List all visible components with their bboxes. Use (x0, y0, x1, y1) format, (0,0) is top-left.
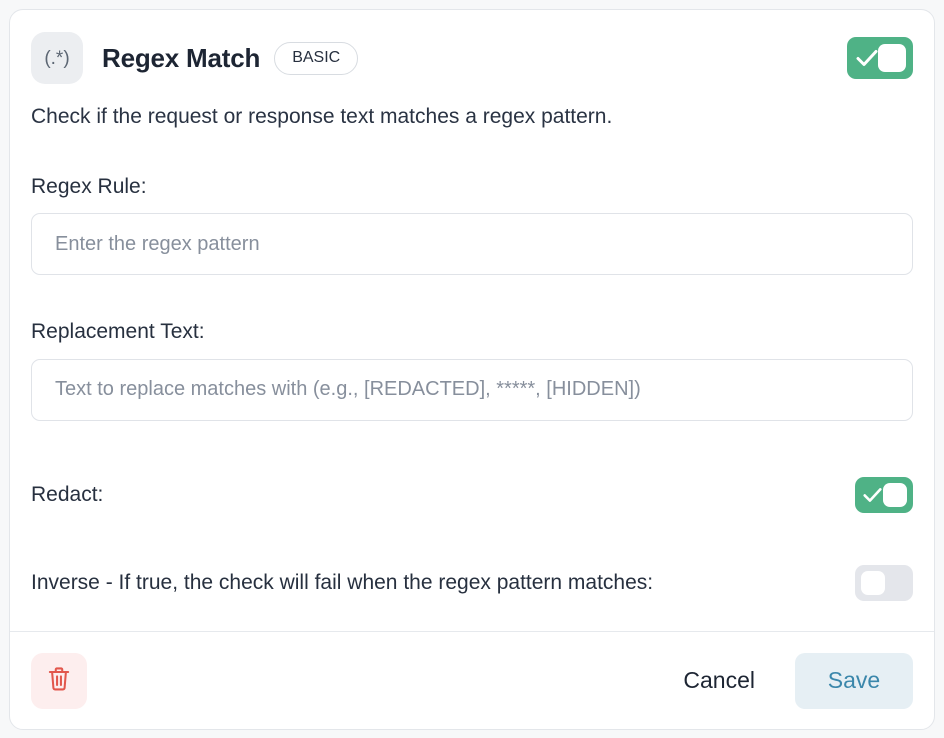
redact-row: Redact: (31, 476, 913, 513)
regex-match-card: (.*) Regex Match BASIC Check if the requ… (9, 9, 935, 730)
toggle-knob (883, 482, 907, 507)
status-badge: BASIC (274, 41, 359, 75)
save-button[interactable]: Save (795, 652, 913, 709)
toggle-knob (878, 44, 906, 72)
delete-button[interactable] (31, 652, 87, 709)
enable-rule-toggle[interactable] (847, 37, 913, 79)
inverse-toggle[interactable] (855, 564, 913, 601)
cancel-button[interactable]: Cancel (669, 657, 769, 704)
page-title: Regex Match (102, 42, 261, 73)
regex-icon-glyph: (.*) (44, 47, 70, 69)
check-icon (856, 48, 878, 73)
card-description: Check if the request or response text ma… (31, 105, 613, 128)
replacement-text-label: Replacement Text: (31, 320, 205, 344)
replacement-text-field: Replacement Text: (31, 319, 913, 421)
regex-icon: (.*) (31, 32, 83, 84)
redact-label: Redact: (31, 483, 104, 507)
check-icon (863, 486, 882, 509)
card-body: (.*) Regex Match BASIC Check if the requ… (10, 10, 934, 631)
redact-toggle[interactable] (855, 476, 913, 513)
card-footer: Cancel Save (10, 631, 934, 729)
inverse-label: Inverse - If true, the check will fail w… (31, 571, 654, 595)
inverse-row: Inverse - If true, the check will fail w… (31, 564, 913, 601)
replacement-text-input[interactable] (31, 358, 913, 421)
regex-rule-input[interactable] (31, 213, 913, 276)
trash-icon (46, 665, 72, 696)
toggle-knob (861, 570, 885, 595)
regex-rule-label: Regex Rule: (31, 175, 147, 199)
card-header: (.*) Regex Match BASIC (31, 32, 913, 84)
regex-rule-field: Regex Rule: (31, 174, 913, 276)
